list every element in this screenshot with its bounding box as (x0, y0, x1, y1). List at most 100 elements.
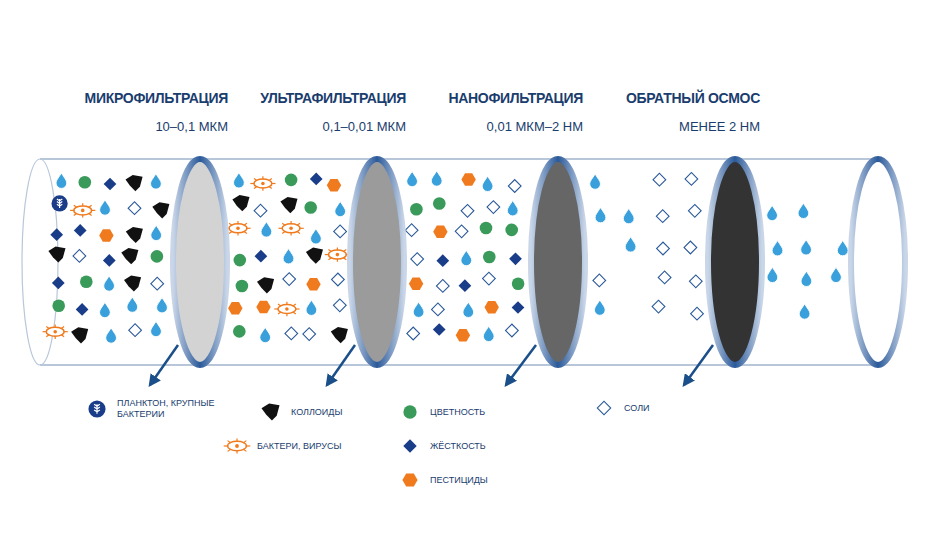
particle (657, 242, 670, 255)
particle (431, 171, 442, 186)
particle (283, 249, 294, 264)
pore-size: 10–0,1 МКМ (155, 119, 228, 134)
particle (73, 250, 86, 263)
particle (483, 251, 496, 264)
particle (76, 303, 89, 316)
legend-text: КОЛЛОИДЫ (291, 407, 342, 418)
particle (801, 240, 812, 255)
particle (56, 173, 67, 188)
leader-arrows (150, 345, 713, 385)
legend-symbol (395, 402, 425, 422)
particle (684, 241, 697, 254)
particle (106, 328, 117, 343)
particle (407, 327, 420, 340)
particle (653, 173, 666, 186)
particle (487, 201, 500, 214)
leader-arrow (684, 345, 713, 385)
particle (261, 222, 272, 237)
particle (831, 267, 842, 282)
membranes (173, 159, 905, 365)
legend-text: ЦВЕТНОСТЬ (430, 407, 485, 418)
membrane (173, 159, 227, 365)
particle (274, 302, 299, 316)
particle (335, 201, 346, 216)
particle (455, 225, 468, 238)
membrane (708, 159, 762, 365)
particle (151, 321, 162, 336)
particle (283, 273, 296, 286)
membrane (851, 159, 905, 365)
particle (151, 225, 162, 240)
pipe-wall (40, 364, 880, 366)
particle (623, 209, 634, 224)
particle (459, 279, 472, 292)
particle (228, 302, 242, 314)
particle (50, 228, 63, 241)
legend-item: ЦВЕТНОСТЬ (395, 402, 485, 422)
particle (480, 222, 493, 235)
particle (151, 277, 164, 290)
legend-text: ПЕСТИЦИДЫ (430, 475, 488, 486)
particle (512, 277, 525, 290)
particle (70, 203, 95, 217)
particle (509, 252, 522, 265)
particle (104, 178, 117, 191)
particle (52, 300, 65, 313)
particle (280, 197, 297, 213)
particle (310, 173, 323, 186)
pore-size: 0,1–0,01 МКМ (323, 119, 406, 134)
particle (483, 326, 494, 341)
particle (152, 202, 169, 218)
legend-item: ПЕСТИЦИДЫ (395, 470, 488, 490)
particle (432, 303, 445, 316)
particle (306, 300, 317, 315)
particle (433, 197, 446, 210)
particle (43, 325, 68, 339)
particle (257, 277, 274, 293)
legend-symbol (589, 398, 619, 418)
particle (505, 224, 518, 237)
legend-symbol (256, 402, 286, 422)
particle (304, 201, 317, 214)
particle (234, 173, 245, 188)
particle (126, 175, 143, 191)
particle (595, 208, 606, 223)
particle (688, 204, 701, 217)
legend-item: СОЛИ (589, 398, 650, 418)
particle (124, 275, 141, 291)
particle (506, 324, 519, 337)
particle (103, 254, 116, 267)
particle (461, 204, 474, 217)
pore-size: МЕНЕЕ 2 НМ (679, 119, 760, 134)
particle (801, 271, 812, 286)
particle (333, 299, 346, 312)
particle (311, 229, 322, 244)
stage-title: НАНОФИЛЬТРАЦИЯ (448, 90, 583, 106)
particle (80, 275, 93, 288)
particle (104, 276, 115, 291)
legend-symbol (395, 470, 425, 490)
particle (225, 221, 250, 235)
legend-item: ЖЁСТКОСТЬ (395, 436, 486, 456)
legend-symbol (82, 399, 112, 419)
particle (100, 200, 111, 215)
particle (234, 254, 247, 267)
particle (99, 229, 113, 241)
particle (590, 174, 601, 189)
membrane (531, 159, 585, 365)
particle (71, 327, 88, 343)
particle (798, 203, 809, 218)
particle (508, 180, 521, 193)
particle (254, 204, 267, 217)
legend-symbol (222, 436, 252, 456)
legend-text: СОЛИ (624, 403, 650, 414)
particle (689, 275, 702, 288)
particle (625, 237, 636, 252)
stage-title: МИКРОФИЛЬТРАЦИЯ (85, 90, 228, 106)
particle (594, 300, 605, 315)
leader-arrow (150, 345, 178, 385)
particle (485, 301, 499, 313)
particle (456, 329, 470, 341)
pipe (22, 159, 880, 365)
